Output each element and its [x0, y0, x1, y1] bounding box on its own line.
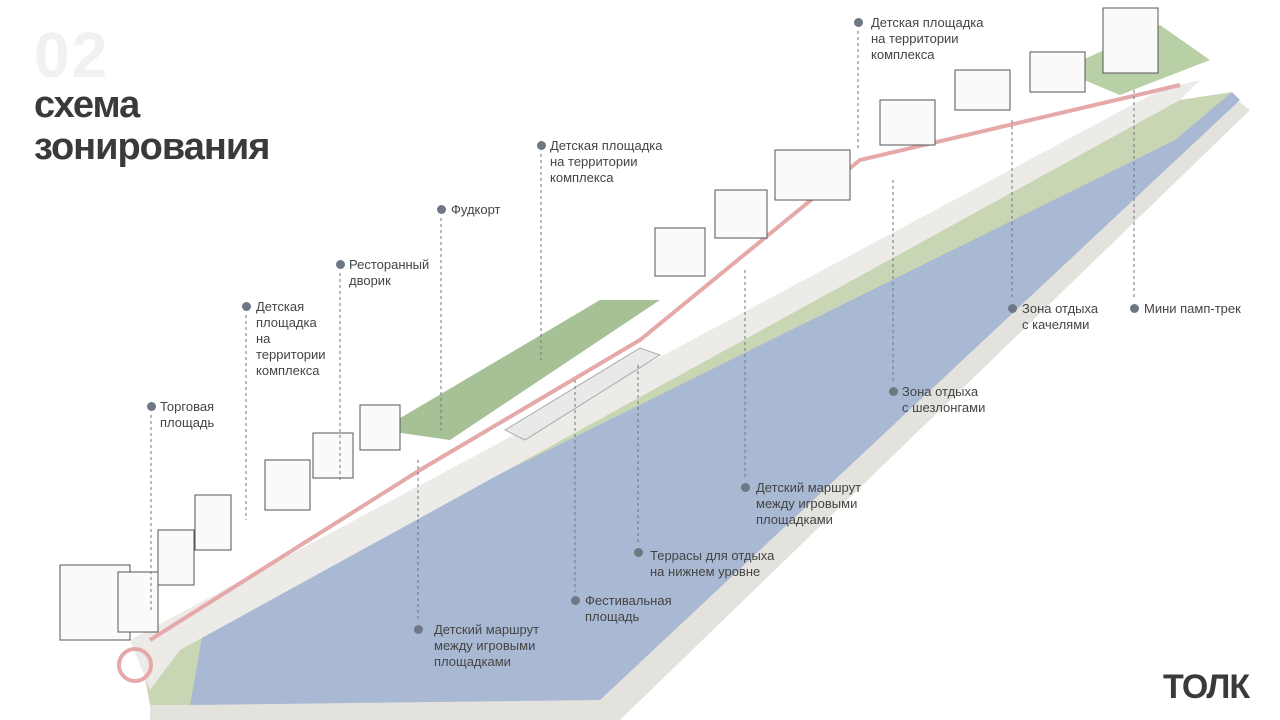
- roundabout: [117, 647, 153, 683]
- promenade: [130, 80, 1200, 690]
- river-water: [190, 92, 1240, 705]
- label-loungers-zone: Зона отдыха с шезлонгами: [902, 384, 986, 415]
- label-festival-square: Фестивальная площадь: [585, 593, 672, 624]
- lower-terrace: [503, 347, 662, 441]
- label-pump-track: Мини памп-трек: [1144, 301, 1241, 316]
- marker-dot: [571, 596, 580, 605]
- leader-lines: [150, 31, 1135, 621]
- marker-dot: [889, 387, 898, 396]
- brand-logo: ТОЛК: [1163, 668, 1250, 706]
- label-kids-playground-2: Детская площадка на территории комплекса: [550, 138, 663, 185]
- marker-dot: [1008, 304, 1017, 313]
- marker-dot: [634, 548, 643, 557]
- marker-dot: [336, 260, 345, 269]
- page-title: схема зонирования: [34, 84, 270, 168]
- park-green: [380, 300, 660, 440]
- marker-dot: [147, 402, 156, 411]
- section-number: 02: [34, 19, 110, 91]
- bike-path: [148, 83, 1181, 642]
- label-terraces: Террасы для отдыха на нижнем уровне: [650, 548, 775, 579]
- marker-dot: [414, 625, 423, 634]
- label-kids-route-2: Детский маршрут между игровыми площадкам…: [434, 622, 540, 669]
- marker-dot: [537, 141, 546, 150]
- label-kids-route-1: Детский маршрут между игровыми площадкам…: [756, 480, 862, 527]
- label-foodcourt: Фудкорт: [451, 202, 501, 217]
- marker-dot: [437, 205, 446, 214]
- title-line-1: схема: [34, 84, 140, 126]
- label-restaurant-yard: Ресторанный дворик: [349, 257, 430, 288]
- label-kids-playground-1: Детская площадка на территории комплекса: [256, 299, 326, 378]
- marker-dot: [1130, 304, 1139, 313]
- buildings: [59, 7, 1159, 641]
- label-swings-zone: Зона отдыха с качелями: [1022, 301, 1099, 332]
- label-kids-playground-3: Детская площадка на территории комплекса: [871, 15, 984, 62]
- marker-dot: [741, 483, 750, 492]
- label-trade-square: Торговая площадь: [160, 399, 215, 430]
- title-line-2: зонирования: [34, 126, 270, 168]
- marker-dot: [242, 302, 251, 311]
- riverbank-green: [140, 92, 1232, 705]
- marker-dot: [854, 18, 863, 27]
